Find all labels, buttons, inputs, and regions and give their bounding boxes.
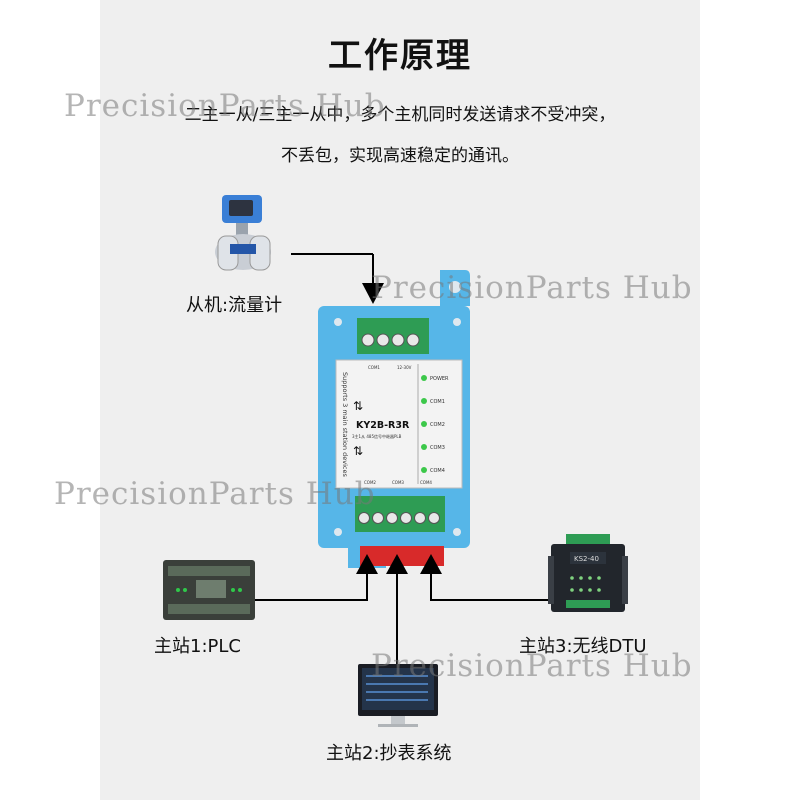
module-bottom-label-1: COM2: [364, 480, 376, 485]
slave-label: 从机:流量计: [186, 295, 283, 316]
module-top-label-2: 12-30V: [397, 365, 412, 370]
module-bottom-label-3: COM4: [420, 480, 432, 485]
relay-module: ⇅ ⇅ KY2B-R3R 3主1从 485信号中继器PLB Supports 3…: [318, 270, 470, 568]
dtu-icon: KS2-40: [548, 534, 628, 612]
master2-label: 主站2:抄表系统: [326, 743, 452, 764]
module-model: KY2B-R3R: [356, 420, 410, 431]
slave-connection: [291, 253, 384, 304]
master1-label: 主站1:PLC: [154, 636, 241, 657]
led-label-com2: COM2: [430, 422, 445, 428]
watermark-2: PrecisionParts Hub: [371, 270, 693, 306]
monitor-icon: [358, 664, 438, 727]
module-side-text: Supports 3 main station devices: [341, 372, 349, 477]
led-label-com1: COM1: [430, 399, 445, 405]
module-small-text: 3主1从 485信号中继器PLB: [352, 433, 402, 439]
dtu-label: KS2-40: [574, 555, 599, 563]
master-arrows: [356, 554, 442, 574]
description-line-2: 不丢包，实现高速稳定的通讯。: [281, 146, 519, 166]
module-top-label-1: COM1: [368, 365, 380, 370]
led-label-com4: COM4: [430, 468, 445, 474]
led-label-power: POWER: [430, 376, 449, 382]
watermark-1: PrecisionParts Hub: [64, 88, 386, 124]
module-leds: POWER COM1 COM2 COM3 COM4: [421, 375, 449, 474]
plc-icon: [163, 560, 255, 620]
description-line-1: 二主一从/三主一从中，多个主机同时发送请求不受冲突，: [184, 105, 616, 125]
flow-meter-icon: [215, 195, 271, 271]
page-title: 工作原理: [328, 36, 472, 76]
watermark-3: PrecisionParts Hub: [54, 476, 376, 512]
led-label-com3: COM3: [430, 445, 445, 451]
module-bottom-label-2: COM3: [392, 480, 404, 485]
svg-text:⇅: ⇅: [353, 399, 363, 413]
watermark-4: PrecisionParts Hub: [371, 648, 693, 684]
master-connections: [255, 574, 548, 664]
svg-text:⇅: ⇅: [353, 444, 363, 458]
master3-label: 主站3:无线DTU: [519, 636, 647, 657]
